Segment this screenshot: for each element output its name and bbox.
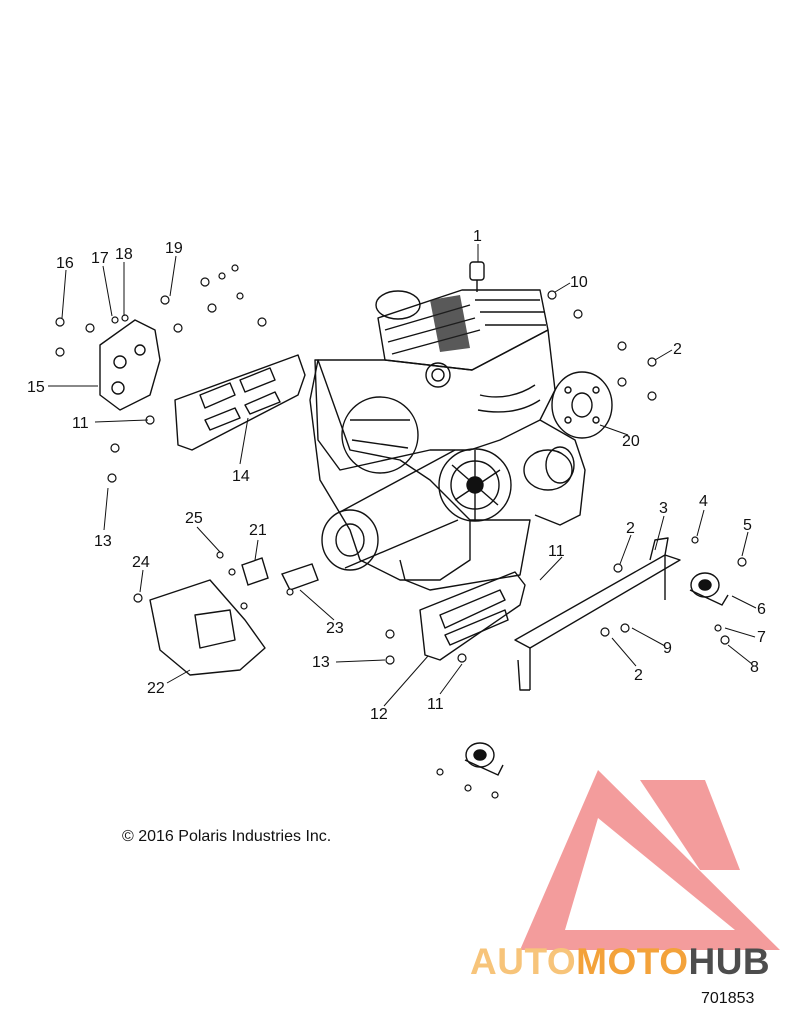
callout-11-top: 11 (548, 543, 565, 560)
heat-shield (149, 579, 266, 676)
figure-number: 701853 (701, 990, 755, 1007)
rubber-mounts (464, 572, 729, 776)
callout-1: 1 (473, 228, 482, 245)
callout-16: 16 (56, 255, 74, 272)
callout-3: 3 (659, 500, 668, 517)
callout-17: 17 (91, 250, 109, 267)
callout-5: 5 (743, 517, 752, 534)
callout-7: 7 (757, 629, 766, 646)
callout-23: 23 (326, 620, 344, 637)
callout-21: 21 (249, 522, 267, 539)
watermark-auto: AUTO (470, 941, 576, 982)
engine-assembly (309, 261, 586, 591)
callout-10: 10 (570, 274, 588, 291)
callout-13-mid: 13 (312, 654, 330, 671)
callout-2-low: 2 (634, 667, 643, 684)
callout-25: 25 (185, 510, 203, 527)
callout-11-low: 11 (427, 696, 444, 713)
callout-13-left: 13 (94, 533, 112, 550)
leader-lines (48, 244, 757, 707)
callout-2-top: 2 (673, 341, 682, 358)
callout-18: 18 (115, 246, 133, 263)
callout-20: 20 (622, 433, 640, 450)
callout-19: 19 (165, 240, 183, 257)
small-plates (241, 557, 319, 591)
cross-member (514, 537, 681, 691)
callout-8: 8 (750, 659, 759, 676)
left-mount-bracket (99, 319, 306, 451)
watermark-text: AUTOMOTOHUB (470, 941, 770, 982)
callout-4: 4 (699, 493, 708, 510)
callout-15: 15 (27, 379, 45, 396)
flywheel-plate (551, 371, 613, 439)
callout-24: 24 (132, 554, 150, 571)
callout-11-left: 11 (72, 415, 89, 432)
right-mount-bracket (419, 571, 526, 661)
callout-12: 12 (370, 706, 388, 723)
callout-2-mid: 2 (626, 520, 635, 537)
callout-6: 6 (757, 601, 766, 618)
svg-text:AUTOMOTOHUB: AUTOMOTOHUB (470, 941, 770, 982)
callout-labels: 1 2 2 2 3 4 5 6 7 8 9 10 11 11 11 12 13 … (27, 228, 766, 723)
callout-14: 14 (232, 468, 250, 485)
watermark-logo (520, 770, 780, 950)
watermark-moto: MOTO (576, 941, 688, 982)
watermark-hub: HUB (688, 941, 770, 982)
copyright-notice: © 2016 Polaris Industries Inc. (122, 828, 332, 845)
callout-22: 22 (147, 680, 165, 697)
hardware-fasteners (55, 264, 747, 799)
callout-9: 9 (663, 640, 672, 657)
